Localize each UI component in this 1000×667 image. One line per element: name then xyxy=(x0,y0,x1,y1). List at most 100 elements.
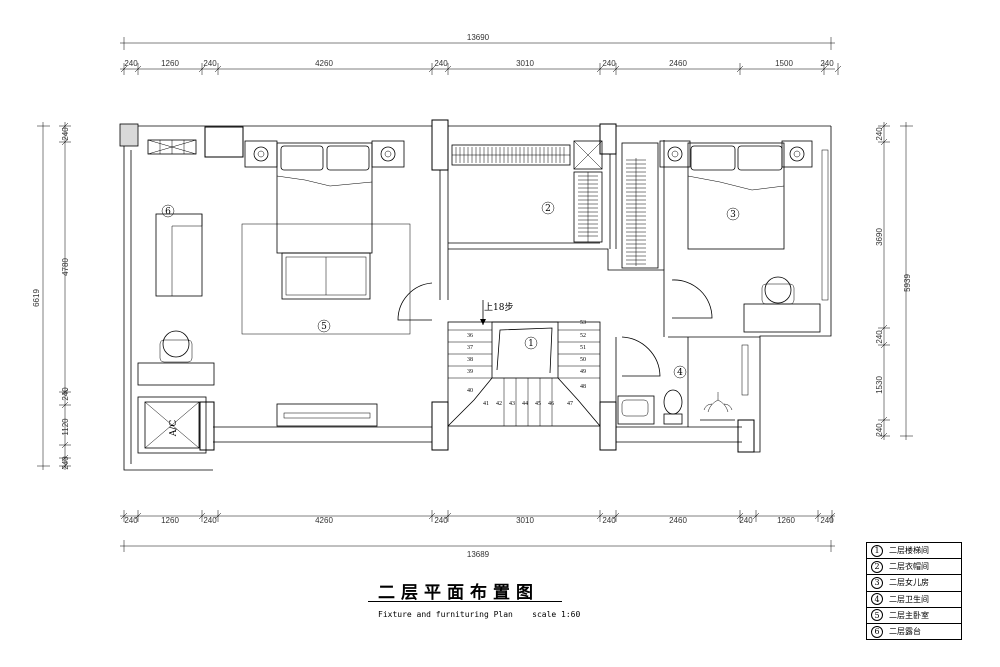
stair-step-number: 51 xyxy=(580,345,586,351)
top-dim-7: 240 xyxy=(602,59,616,68)
left-total-dim: 6619 xyxy=(32,289,41,307)
stair-step-number: 41 xyxy=(483,401,489,407)
legend-number: 4 xyxy=(871,593,883,606)
legend-row: 6 二层露台 xyxy=(867,624,961,639)
stair-step-number: 42 xyxy=(496,401,502,407)
drawing-title: 二层平面布置图 xyxy=(378,583,539,603)
legend-row: 3 二层女儿房 xyxy=(867,575,961,592)
right-dim-4: 1530 xyxy=(875,376,884,394)
daughter-room-furniture xyxy=(621,140,829,333)
left-dim-1: 240 xyxy=(61,127,70,141)
bottom-dim-6: 3010 xyxy=(516,516,534,525)
bottom-dim-2: 1260 xyxy=(161,516,179,525)
right-dim-3: 240 xyxy=(875,330,884,344)
room-marker-5: 5 xyxy=(317,319,331,333)
bottom-total-dim: 13689 xyxy=(467,550,490,559)
bottom-dim-8: 2460 xyxy=(669,516,687,525)
stair-step-number: 36 xyxy=(467,333,473,339)
left-dim-4: 1120 xyxy=(61,418,70,436)
legend-number: 5 xyxy=(871,609,883,622)
drawing-subtitle: Fixture and furnituring Plan scale 1:60 xyxy=(378,610,580,619)
top-dim-4: 4260 xyxy=(315,59,333,68)
stair-step-number: 47 xyxy=(567,401,573,407)
bottom-dim-5: 240 xyxy=(434,516,448,525)
bottom-dim-7: 240 xyxy=(602,516,616,525)
right-total-dim: 5939 xyxy=(903,274,912,292)
room-marker-4: 4 xyxy=(673,365,687,379)
bathroom-fixtures xyxy=(617,336,749,425)
stair-step-number: 46 xyxy=(548,401,554,407)
legend-text: 二层衣帽间 xyxy=(889,562,929,572)
room-marker-1: 1 xyxy=(524,336,538,350)
top-dim-10: 240 xyxy=(820,59,834,68)
stair-step-number: 52 xyxy=(580,333,586,339)
stair-step-number: 50 xyxy=(580,357,586,363)
stair-step-number: 48 xyxy=(580,384,586,390)
bottom-dim-10: 1260 xyxy=(777,516,795,525)
bottom-dim-1: 240 xyxy=(124,516,138,525)
wardrobe-room-furniture xyxy=(451,140,603,243)
top-dim-3: 240 xyxy=(203,59,217,68)
top-dim-9: 1500 xyxy=(775,59,793,68)
stair-step-number: 44 xyxy=(522,401,528,407)
top-dim-6: 3010 xyxy=(516,59,534,68)
room-markers: 1 2 3 4 5 6 xyxy=(161,201,740,379)
walls: A/C xyxy=(119,119,832,471)
room-marker-6: 6 xyxy=(161,204,175,218)
svg-text:6: 6 xyxy=(165,207,171,217)
legend-row: 5 二层主卧室 xyxy=(867,608,961,624)
right-dim-1: 240 xyxy=(875,127,884,141)
legend-text: 二层露台 xyxy=(889,627,921,637)
bottom-dim-11: 240 xyxy=(820,516,834,525)
stair-step-number: 40 xyxy=(467,388,473,394)
room-marker-2: 2 xyxy=(541,201,555,215)
svg-text:3: 3 xyxy=(730,210,736,220)
svg-text:4: 4 xyxy=(677,368,683,378)
legend-number: 3 xyxy=(871,576,883,589)
legend-number: 1 xyxy=(871,544,883,557)
right-dim-2: 3690 xyxy=(875,228,884,246)
room-marker-3: 3 xyxy=(726,207,740,221)
stair-step-number: 49 xyxy=(580,369,586,375)
stair-up-note: 上18步 xyxy=(484,302,513,313)
scale-text: scale 1:60 xyxy=(532,610,581,619)
legend-row: 2 二层衣帽间 xyxy=(867,559,961,576)
legend-row: 1 二层楼梯间 xyxy=(867,543,961,560)
bottom-dim-9: 240 xyxy=(739,516,753,525)
left-dim-3: 240 xyxy=(61,387,70,401)
left-dim-2: 4780 xyxy=(61,258,70,276)
top-dimension-chain: 13690 240 1260 240 4260 240 3010 240 246… xyxy=(120,33,842,75)
top-dim-8: 2460 xyxy=(669,59,687,68)
top-dim-5: 240 xyxy=(434,59,448,68)
stair-step-number: 53 xyxy=(580,320,586,326)
bottom-dimension-chain: 13689 240 1260 240 4260 240 3010 240 246… xyxy=(120,510,836,559)
bottom-dim-3: 240 xyxy=(203,516,217,525)
legend-number: 6 xyxy=(871,625,883,638)
legend-text: 二层楼梯间 xyxy=(889,546,929,556)
legend-row: 4 二层卫生间 xyxy=(867,592,961,608)
master-bedroom-furniture xyxy=(137,139,433,427)
stair-step-number: 43 xyxy=(509,401,515,407)
svg-text:5: 5 xyxy=(321,322,327,332)
top-dim-1: 240 xyxy=(124,59,138,68)
top-dim-2: 1260 xyxy=(161,59,179,68)
ac-label: A/C xyxy=(169,420,179,438)
title-underline xyxy=(368,601,562,602)
top-total-dim: 13690 xyxy=(467,33,490,42)
right-dim-5: 240 xyxy=(875,423,884,437)
right-dimension-chain: 5939 240 3690 240 1530 240 xyxy=(875,122,913,440)
legend-text: 二层主卧室 xyxy=(889,610,929,620)
left-dim-5: 240 xyxy=(61,456,70,470)
left-dimension-chain: 6619 240 4780 240 1120 240 xyxy=(32,122,71,470)
legend-number: 2 xyxy=(871,560,883,573)
svg-text:1: 1 xyxy=(528,339,534,349)
legend-text: 二层卫生间 xyxy=(889,594,929,604)
subtitle-text: Fixture and furnituring Plan xyxy=(378,610,513,619)
stair-step-number: 37 xyxy=(467,345,473,351)
bottom-dim-4: 4260 xyxy=(315,516,333,525)
stair-step-number: 38 xyxy=(467,357,473,363)
stair-step-number: 39 xyxy=(467,369,473,375)
legend-text: 二层女儿房 xyxy=(889,578,929,588)
